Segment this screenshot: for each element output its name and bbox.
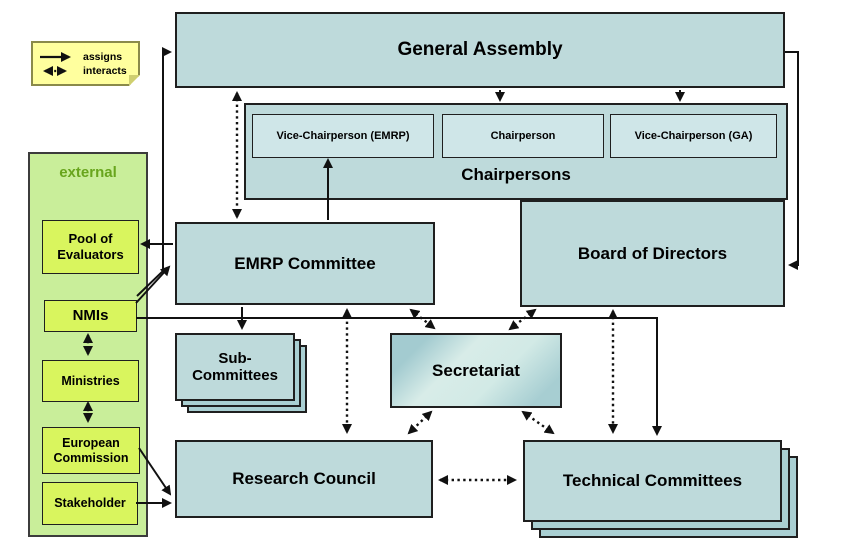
external-item-ministries: Ministries: [42, 360, 139, 402]
node-vice-chairperson-emrp: Vice-Chairperson (EMRP): [252, 114, 434, 158]
external-panel-title: external: [59, 164, 117, 181]
node-technical-committees: Technical Committees: [523, 440, 799, 539]
legend-assigns-row: assigns: [38, 51, 138, 63]
external-item-nmis: NMIs: [44, 300, 137, 332]
legend: assigns interacts: [31, 41, 140, 86]
node-board-of-directors: Board of Directors: [520, 200, 785, 307]
node-sub-committees: Sub- Committees: [175, 333, 307, 414]
interacts-arrow-icon: [38, 66, 78, 76]
legend-interacts-row: interacts: [38, 65, 138, 77]
legend-interacts-label: interacts: [83, 64, 127, 77]
node-chairpersons-group: Vice-Chairperson (EMRP) Chairperson Vice…: [244, 103, 788, 200]
arrow-emrp-secretariat-interacts: [409, 308, 436, 330]
node-research-council: Research Council: [175, 440, 433, 518]
external-item-stakeholder: Stakeholder: [42, 482, 138, 525]
chairpersons-group-label: Chairpersons: [461, 165, 571, 184]
node-secretariat: Secretariat: [390, 333, 562, 408]
assigns-arrow-icon: [38, 52, 78, 62]
arrow-bod-secretariat-interacts: [508, 308, 537, 331]
technical-committees-label: Technical Committees: [523, 440, 782, 522]
arrow-secretariat-technical-committees-interacts: [521, 410, 555, 435]
sub-committees-label: Sub- Committees: [175, 333, 295, 401]
arrow-secretariat-research-council-interacts: [407, 410, 433, 435]
external-panel: external Pool of Evaluators NMIs Ministr…: [28, 152, 148, 537]
legend-assigns-label: assigns: [83, 50, 123, 63]
node-emrp-committee: EMRP Committee: [175, 222, 435, 305]
node-vice-chairperson-ga: Vice-Chairperson (GA): [610, 114, 777, 158]
external-item-pool-of-evaluators: Pool of Evaluators: [42, 220, 139, 274]
external-item-european-commission: European Commission: [42, 427, 140, 474]
legend-fold-corner: [129, 75, 140, 86]
node-general-assembly: General Assembly: [175, 12, 785, 88]
node-chairperson: Chairperson: [442, 114, 604, 158]
